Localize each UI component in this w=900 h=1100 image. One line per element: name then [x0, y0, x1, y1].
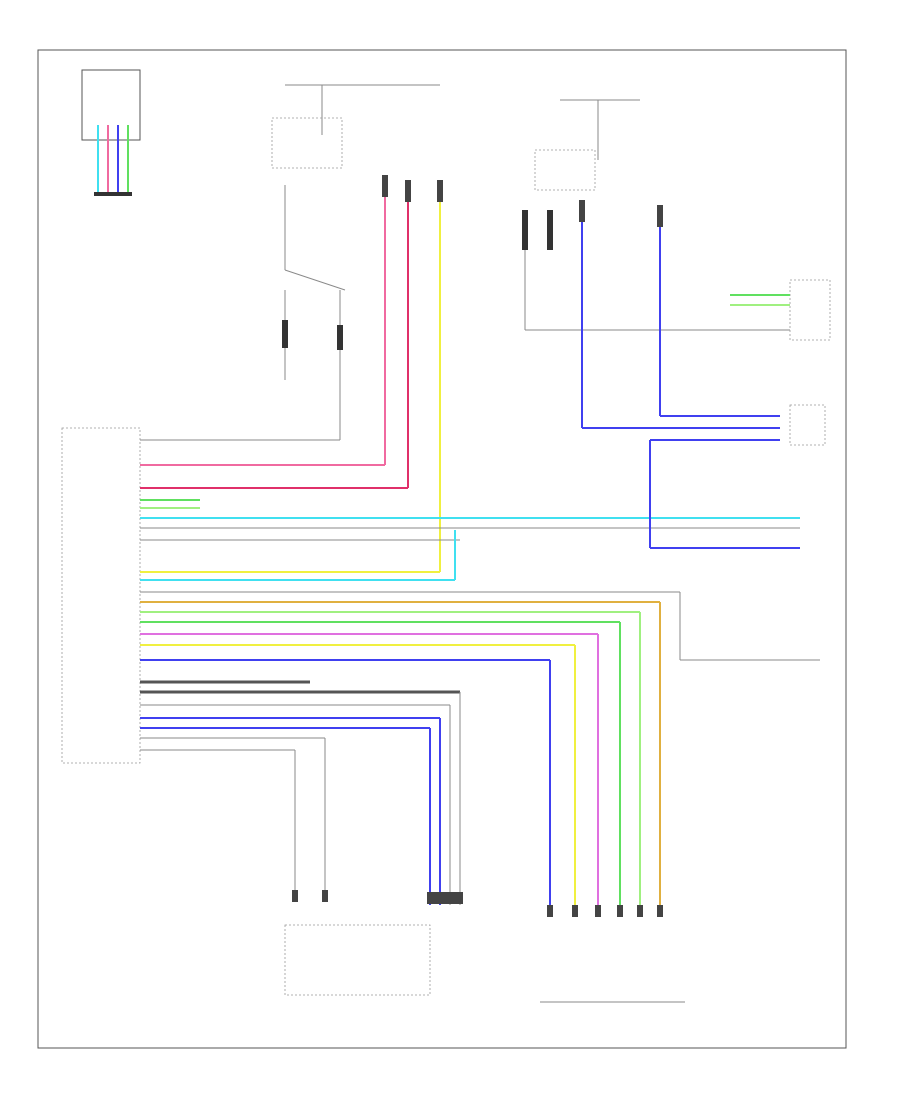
relay-left — [271, 84, 440, 291]
right-component — [730, 279, 831, 446]
bottom-connectors — [292, 890, 663, 917]
diagram-frame — [37, 49, 847, 1049]
top-left-connector — [81, 69, 141, 196]
top-connectors — [382, 175, 663, 227]
throttle-body-wires — [284, 692, 461, 996]
ecm-wires — [140, 439, 800, 751]
pedal-sensor-wires — [540, 602, 685, 1003]
right-blue-wires — [582, 415, 820, 661]
accel-pedal-sensor — [282, 290, 343, 440]
relay-right — [522, 99, 790, 331]
engine-control-module — [61, 427, 141, 764]
